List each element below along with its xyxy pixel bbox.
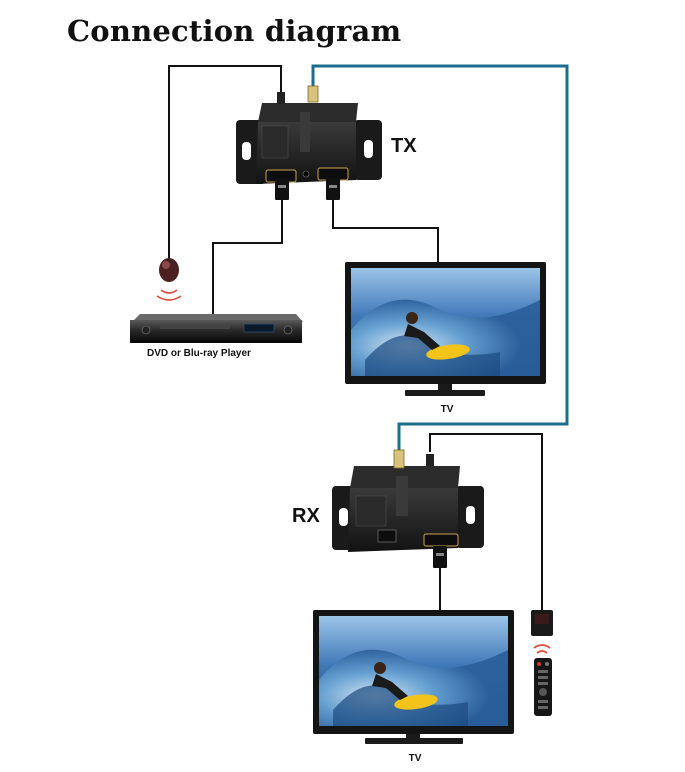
ir-receiver-icon [531, 610, 553, 636]
cables [168, 64, 569, 612]
tv-bottom-icon [313, 610, 514, 744]
ir-receiver-cable [429, 433, 543, 612]
tv-bottom-label: TV [409, 753, 422, 764]
hdmi-cable-tv-top [332, 198, 439, 264]
dvd-label: DVD or Blu-ray Player [147, 348, 251, 359]
remote-control-icon [533, 644, 552, 716]
ir-emitter-icon [156, 258, 182, 301]
page-title: Connection diagram [67, 14, 402, 48]
hdmi-cable-dvd [212, 198, 283, 314]
tv-top-icon [345, 262, 546, 396]
network-cable [311, 64, 569, 452]
hdmi-extender-receiver-icon [332, 449, 484, 568]
tv-top-label: TV [441, 404, 454, 415]
hdmi-extender-transmitter-icon [236, 85, 382, 200]
rx-label: RX [292, 505, 320, 527]
dvd-player-icon [130, 314, 303, 343]
ir-emitter-cable [168, 65, 282, 262]
tx-label: TX [391, 135, 417, 157]
